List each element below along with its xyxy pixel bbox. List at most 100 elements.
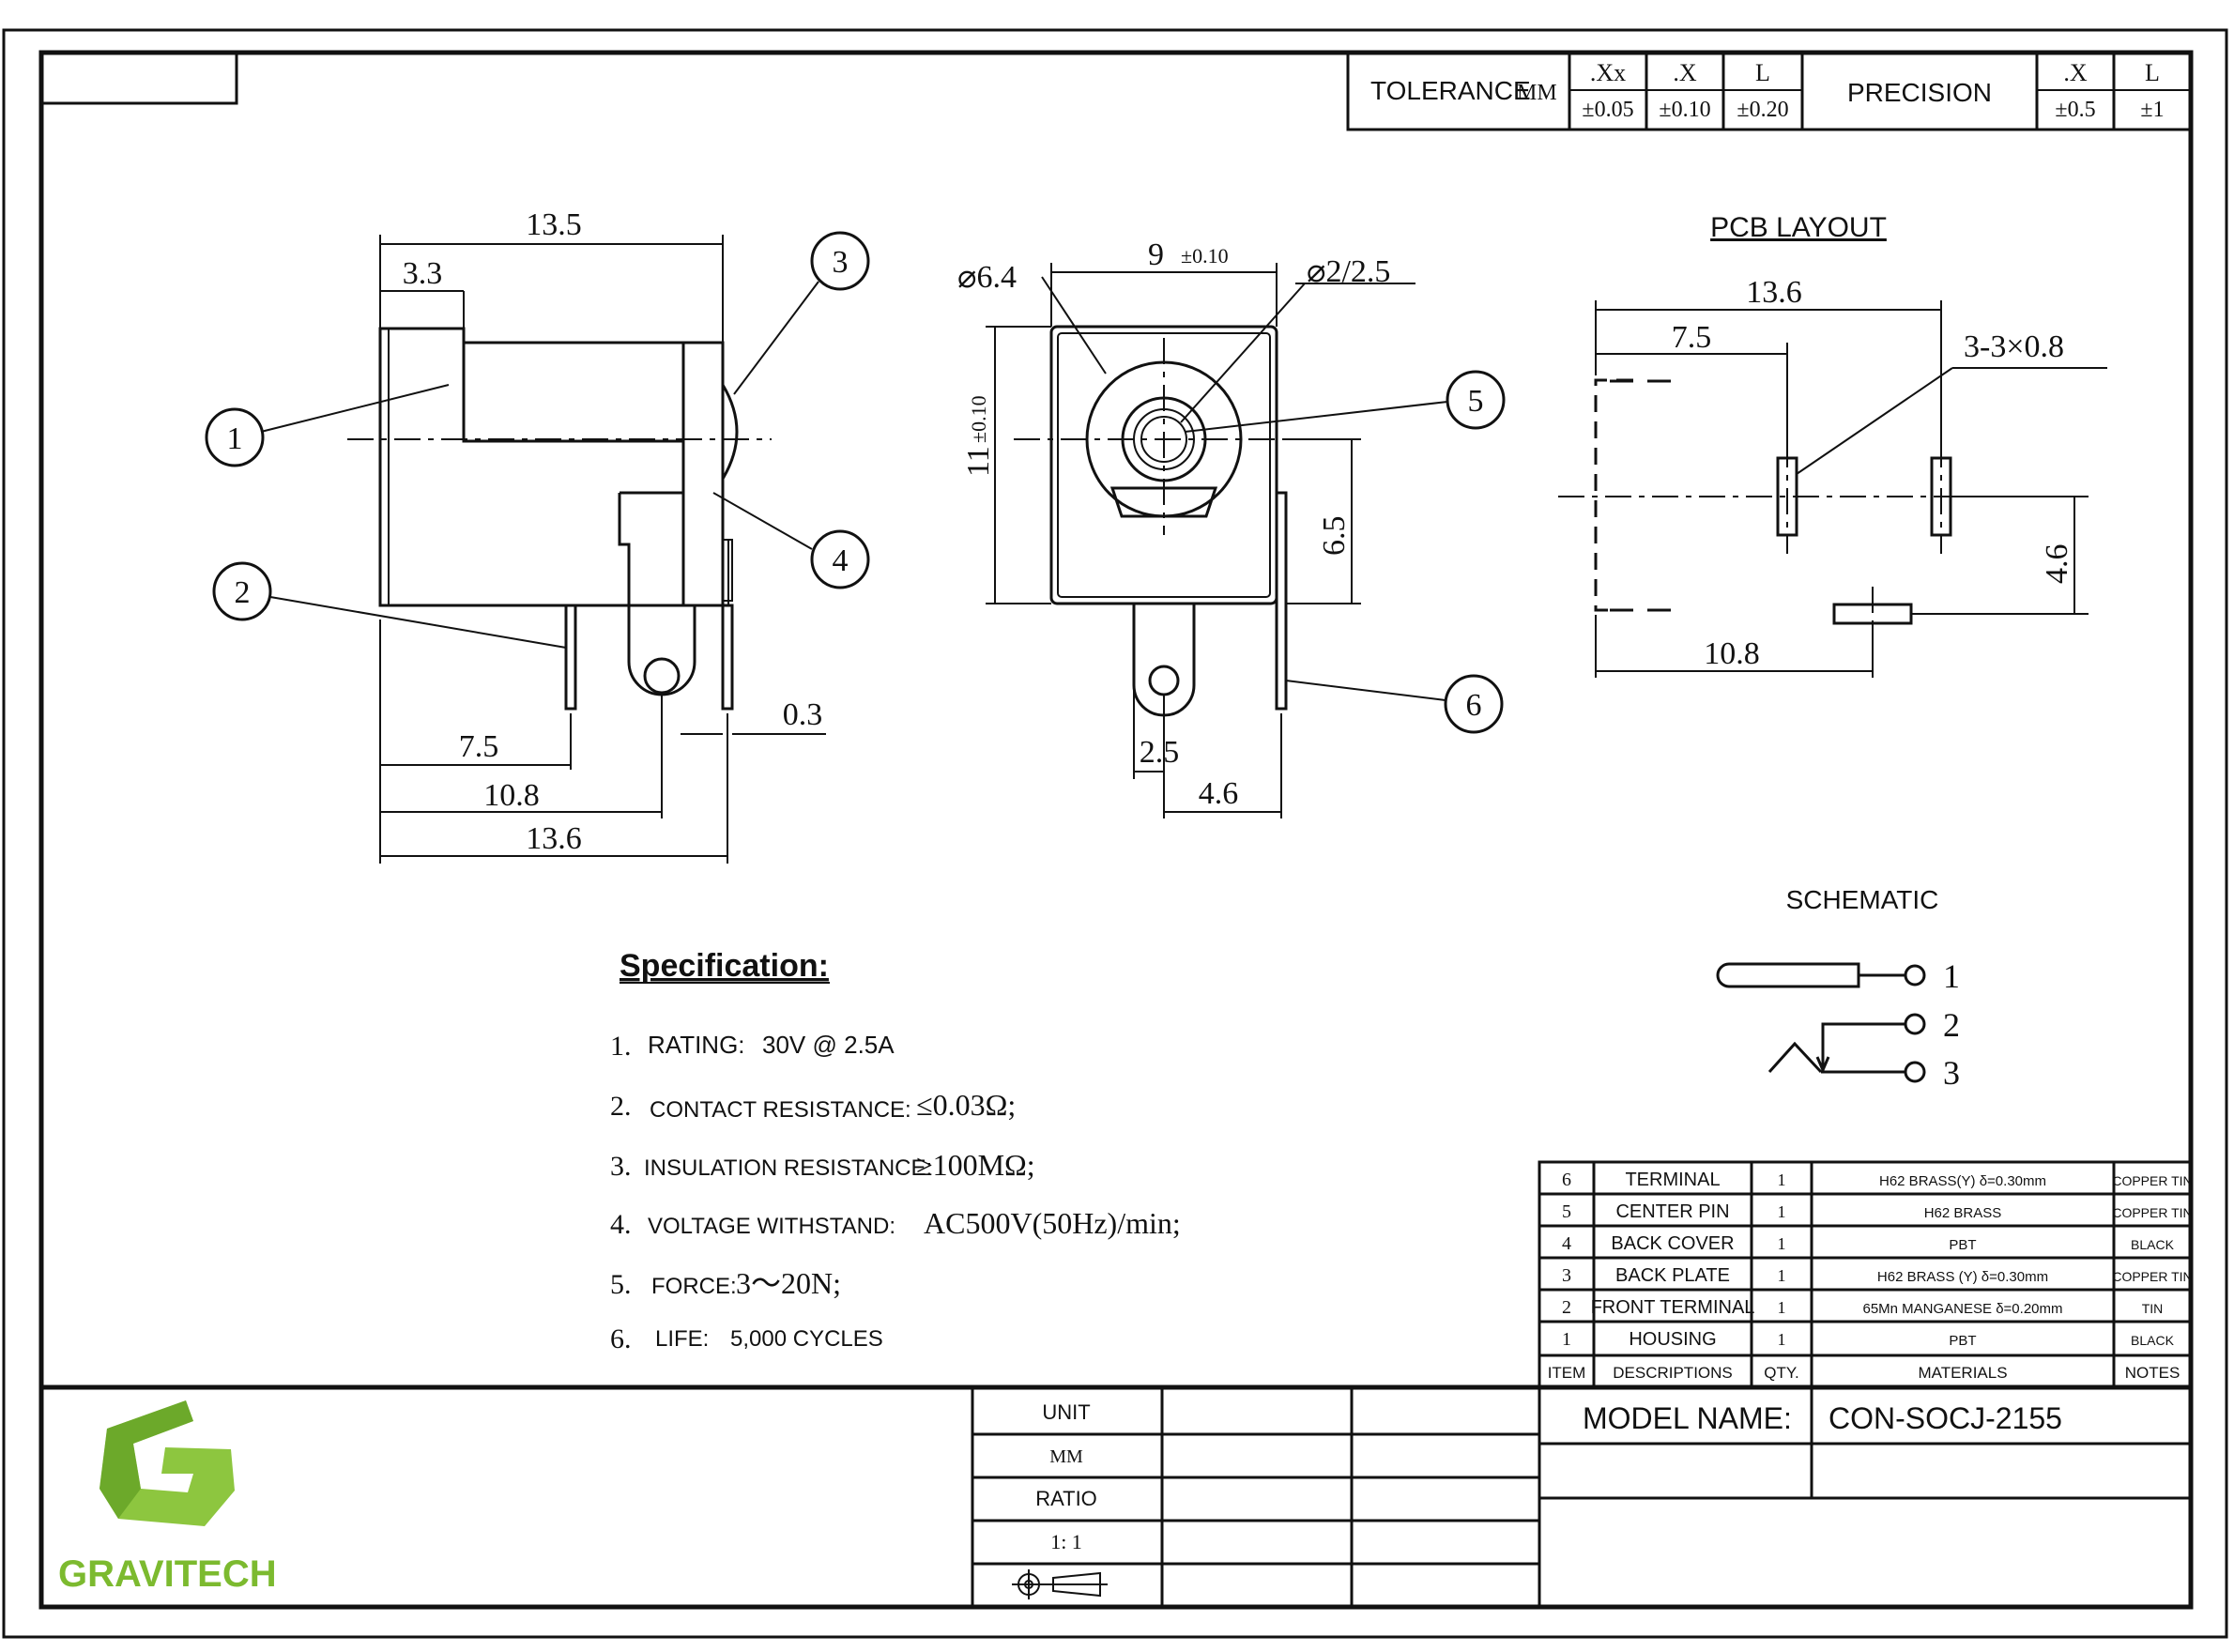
bom-cell-item: 6 [1562, 1170, 1571, 1190]
projection-symbol-icon [1012, 1569, 1108, 1599]
bom-cell-qty: 1 [1778, 1298, 1786, 1317]
spec-3-label: INSULATION RESISTANCE: [644, 1155, 932, 1181]
bom-cell-desc: CENTER PIN [1615, 1201, 1729, 1222]
spec-4-value: AC500V(50Hz)/min; [924, 1206, 1181, 1240]
spec-6-value: 5,000 CYCLES [730, 1326, 883, 1352]
prec-header-x: .X [2063, 59, 2088, 86]
spec-5-value: 3～20N; [736, 1266, 841, 1300]
bom-cell-notes: BLACK [2131, 1237, 2175, 1252]
bom-cell-material: H62 BRASS [1924, 1205, 2002, 1221]
unit-value: MM [1049, 1446, 1083, 1467]
balloon-2 [212, 561, 272, 621]
dim-pcb-first: 7.5 [1672, 320, 1712, 355]
prec-value-l: ±1 [2140, 98, 2164, 122]
pcb-layout: PCB LAYOUT 13.6 7.5 3-3×0.8 4.6 10.8 [1558, 212, 2107, 678]
spec-3-num: 3. [610, 1151, 632, 1182]
bom-cell-qty: 1 [1778, 1234, 1786, 1253]
spec-title: Specification: [620, 948, 829, 984]
tolerance-label: TOLERANCE [1370, 76, 1531, 105]
tol-header-xx: .Xx [1590, 59, 1626, 86]
balloon-3-label: 3 [833, 245, 849, 280]
tol-value-l: ±0.20 [1737, 98, 1788, 122]
dim-pcb-bottom: 10.8 [1704, 636, 1760, 671]
spec-4-label: VOLTAGE WITHSTAND: [648, 1214, 895, 1239]
tol-value-xx: ±0.05 [1582, 98, 1633, 122]
schematic-pin-3: 3 [1943, 1054, 1960, 1092]
spec-4-num: 4. [610, 1209, 632, 1240]
dim-front-center-height: 6.5 [1317, 516, 1352, 557]
dim-front-pin-dia: ⌀2/2.5 [1307, 254, 1390, 289]
bom-cell-material: PBT [1949, 1237, 1976, 1253]
balloon-6 [1444, 674, 1504, 734]
schematic-title: SCHEMATIC [1786, 885, 1939, 914]
bom-cell-notes: BLACK [2131, 1333, 2175, 1348]
dim-side-offset: 3.3 [403, 256, 443, 291]
bom-cell-qty: 1 [1778, 1202, 1786, 1221]
balloon-4-label: 4 [833, 543, 849, 578]
side-view: 13.5 3.3 7.5 10.8 13.6 0.3 1 2 3 4 [205, 207, 870, 864]
dim-pcb-height: 4.6 [2040, 544, 2074, 585]
bom-cell-desc: BACK COVER [1611, 1233, 1734, 1254]
bom-cell-notes: COPPER TIN [2112, 1269, 2192, 1284]
balloon-2-label: 2 [235, 575, 251, 610]
bom-header-desc: DESCRIPTIONS [1613, 1364, 1733, 1382]
dim-side-pin1: 7.5 [459, 729, 499, 764]
balloon-5 [1446, 370, 1506, 430]
spec-1-value: 30V @ 2.5A [762, 1031, 895, 1059]
gravitech-logo: GRAVITECH [58, 1400, 277, 1595]
bom-header-material: MATERIALS [1918, 1364, 2007, 1382]
bom-cell-desc: HOUSING [1629, 1329, 1716, 1350]
dim-side-overall: 13.5 [526, 207, 582, 242]
balloon-6-label: 6 [1466, 688, 1482, 723]
schematic-pin-2: 2 [1943, 1006, 1960, 1044]
balloon-4 [810, 529, 870, 589]
bom-cell-notes: COPPER TIN [2112, 1173, 2192, 1188]
bom-row: 1 HOUSING 1 PBT BLACK [1562, 1329, 2175, 1350]
bom-cell-material: 65Mn MANGANESE δ=0.20mm [1862, 1301, 2062, 1317]
tol-header-l: L [1755, 59, 1770, 86]
prec-value-x: ±0.5 [2055, 98, 2095, 122]
tolerance-table: TOLERANCE MM .Xx .X L ±0.05 ±0.10 ±0.20 … [1346, 51, 2193, 131]
logo-text: GRAVITECH [58, 1553, 277, 1595]
spec-1-label: RATING: [648, 1031, 745, 1059]
dim-front-outer-dia: ⌀6.4 [957, 260, 1017, 295]
tol-value-x: ±0.10 [1659, 98, 1710, 122]
bom-cell-qty: 1 [1778, 1170, 1786, 1189]
dim-pcb-overall: 13.6 [1746, 275, 1802, 310]
bom-cell-item: 3 [1562, 1265, 1571, 1286]
spec-5-num: 5. [610, 1269, 632, 1300]
pcb-layout-title: PCB LAYOUT [1710, 212, 1887, 243]
dim-side-pin3: 13.6 [526, 821, 582, 856]
spec-6-num: 6. [610, 1323, 632, 1354]
balloon-5-label: 5 [1468, 384, 1484, 419]
spec-2-value: ≤0.03Ω; [916, 1088, 1016, 1122]
bom-cell-qty: 1 [1778, 1266, 1786, 1285]
bom-header-notes: NOTES [2125, 1364, 2180, 1382]
balloon-3 [810, 231, 870, 291]
bom-cell-material: PBT [1949, 1333, 1976, 1349]
dim-side-pin2: 10.8 [483, 778, 540, 813]
corner-box [39, 51, 238, 105]
ratio-value: 1: 1 [1050, 1530, 1082, 1553]
bom-cell-item: 1 [1562, 1329, 1571, 1350]
bom-header-row: ITEM DESCRIPTIONS QTY. MATERIALS NOTES [1548, 1364, 2180, 1382]
tol-header-x: .X [1673, 59, 1697, 86]
bom-header-qty: QTY. [1764, 1364, 1798, 1382]
dim-front-pin-spacing: 4.6 [1199, 776, 1239, 811]
front-view: 9 ±0.10 11 ±0.10 ⌀6.4 ⌀2/2.5 6.5 2.5 4.6… [957, 237, 1506, 818]
bom-cell-item: 5 [1562, 1201, 1571, 1222]
unit-label: UNIT [1042, 1400, 1090, 1424]
bom-cell-qty: 1 [1778, 1330, 1786, 1349]
spec-2-label: CONTACT RESISTANCE: [650, 1097, 911, 1123]
dim-front-height: 11 [961, 446, 996, 477]
dim-front-width: 9 [1148, 237, 1164, 272]
bom-cell-notes: TIN [2142, 1301, 2164, 1316]
dim-front-width-tol: ±0.10 [1181, 244, 1229, 268]
dim-front-height-tol: ±0.10 [967, 395, 990, 443]
bom-cell-desc: FRONT TERMINAL [1591, 1297, 1755, 1318]
